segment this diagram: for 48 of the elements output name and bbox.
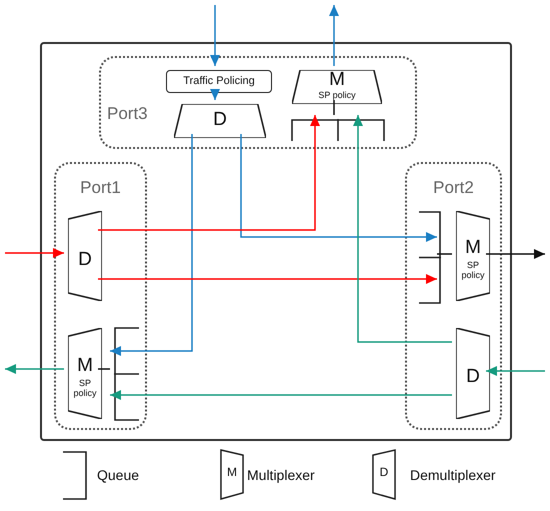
block-letter: M	[77, 356, 93, 374]
arrow	[5, 248, 64, 258]
block-letter: D	[466, 367, 480, 386]
queue-bracket	[291, 119, 385, 141]
arrow	[486, 249, 545, 259]
arrow	[110, 390, 452, 400]
arrow	[98, 274, 437, 284]
process-box	[166, 70, 272, 93]
demultiplexer-block	[456, 328, 490, 419]
connector-line	[98, 368, 110, 370]
multiplexer-block	[292, 70, 382, 104]
arrow	[210, 89, 220, 100]
connector-line	[437, 253, 452, 255]
arrow	[210, 5, 220, 66]
arrow	[98, 115, 320, 231]
legend-symbol-letter: M	[226, 466, 238, 478]
arrow	[486, 366, 545, 376]
multiplexer-block	[68, 328, 102, 419]
demultiplexer-block	[174, 104, 266, 138]
legend-label: Queue	[97, 468, 140, 482]
arrow	[110, 134, 193, 356]
block-letter: M	[465, 238, 481, 257]
block-letter: D	[78, 250, 92, 268]
arrow	[353, 115, 452, 343]
policy-label: SP policy	[72, 378, 98, 398]
policy-label: SP policy	[460, 260, 486, 280]
policy-label: SP policy	[318, 90, 356, 100]
block-letter: D	[213, 110, 227, 128]
port-group	[99, 56, 417, 149]
switch-box	[40, 42, 512, 441]
legend-label: Multiplexer	[247, 468, 315, 482]
arrow	[5, 364, 64, 374]
port-label: Port2	[432, 179, 475, 196]
queue-bracket	[114, 327, 139, 421]
multiplexer-block	[456, 211, 490, 301]
block-letter: M	[329, 70, 345, 89]
legend-symbol-letter: D	[378, 466, 390, 478]
arrow	[329, 5, 339, 66]
arrow	[240, 134, 437, 242]
port-group	[405, 162, 502, 430]
port-label: Port3	[107, 105, 148, 122]
legend-label: Demultiplexer	[410, 468, 496, 482]
port-group	[54, 162, 147, 430]
queue-bracket	[419, 211, 441, 304]
connector-line	[333, 100, 335, 115]
port-label: Port1	[79, 179, 122, 196]
node-label: Traffic Policing	[183, 76, 255, 87]
demultiplexer-block	[68, 211, 102, 301]
